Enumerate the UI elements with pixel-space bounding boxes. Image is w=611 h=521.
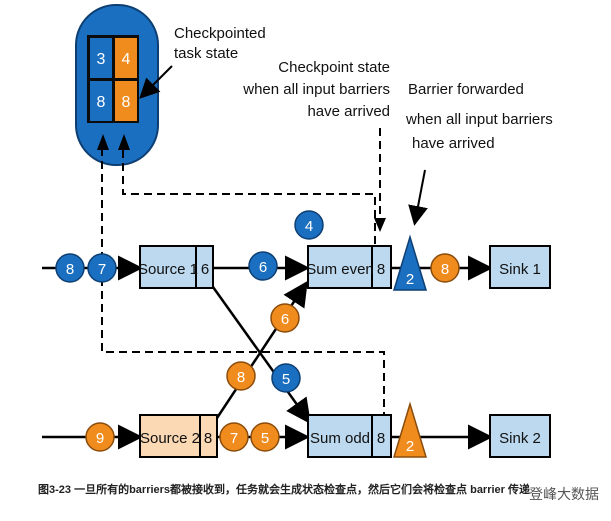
svg-text:8: 8 [66,261,74,278]
figure-caption: 图3-23 一旦所有的barriers都被接收到，任务就会生成状态检查点，然后它… [38,484,531,496]
svg-text:2: 2 [406,438,414,455]
state-cell: 8 [122,94,131,111]
record-orange: 7 [219,422,249,452]
svg-text:when all input barriers: when all input barriers [242,81,390,98]
task-sum-even: Sum even 8 [306,245,392,289]
barrier-triangle: 2 [392,401,428,458]
svg-text:Sink 2: Sink 2 [499,430,541,447]
svg-text:when all input barriers: when all input barriers [405,111,553,128]
state-cell: 8 [97,94,106,111]
state-storage: 3 4 8 8 [75,4,159,166]
svg-text:9: 9 [96,430,104,447]
record-blue: 4 [294,210,324,240]
svg-text:Sum odd: Sum odd [310,430,370,447]
record-blue: 6 [248,251,278,281]
task-source2: Source 2 8 [139,414,218,458]
svg-text:8: 8 [377,261,385,278]
svg-text:8: 8 [441,261,449,278]
svg-text:Source 1: Source 1 [138,261,198,278]
watermark: 登峰大数据 [529,487,599,503]
task-sink2: Sink 2 [489,414,551,458]
svg-text:7: 7 [230,430,238,447]
svg-text:7: 7 [98,261,106,278]
annotation-barrier-forwarded: Barrier forwarded when all input barrier… [405,81,553,152]
svg-text:2: 2 [406,271,414,288]
record-blue: 8 [55,253,85,283]
svg-text:6: 6 [259,259,267,276]
svg-text:6: 6 [281,311,289,328]
svg-text:4: 4 [305,218,313,235]
svg-text:have arrived: have arrived [307,103,390,120]
svg-text:Sum even: Sum even [306,261,374,278]
task-source1: Source 1 6 [138,245,214,289]
svg-text:5: 5 [282,371,290,388]
task-sink1: Sink 1 [489,245,551,289]
svg-text:Barrier forwarded: Barrier forwarded [408,81,524,98]
task-sum-odd: Sum odd 8 [307,414,392,458]
record-orange: 5 [250,422,280,452]
svg-text:have arrived: have arrived [412,135,495,152]
storage-label: Checkpointed [174,25,266,42]
svg-text:Source 2: Source 2 [140,430,200,447]
storage-label: task state [174,45,238,62]
record-orange: 8 [430,253,460,283]
svg-text:5: 5 [261,430,269,447]
record-orange: 8 [226,361,256,391]
svg-text:Checkpoint state: Checkpoint state [278,59,390,76]
record-blue: 5 [271,363,301,393]
svg-text:8: 8 [377,430,385,447]
state-cell: 4 [122,51,131,68]
annotation-checkpoint-state: Checkpoint state when all input barriers… [242,59,390,120]
record-blue: 7 [87,253,117,283]
svg-text:6: 6 [201,261,209,278]
svg-text:Sink 1: Sink 1 [499,261,541,278]
record-orange: 9 [85,422,115,452]
barrier-triangle: 2 [392,234,428,291]
state-cell: 3 [97,51,106,68]
record-orange: 6 [270,303,300,333]
svg-text:8: 8 [204,430,212,447]
svg-text:8: 8 [237,369,245,386]
